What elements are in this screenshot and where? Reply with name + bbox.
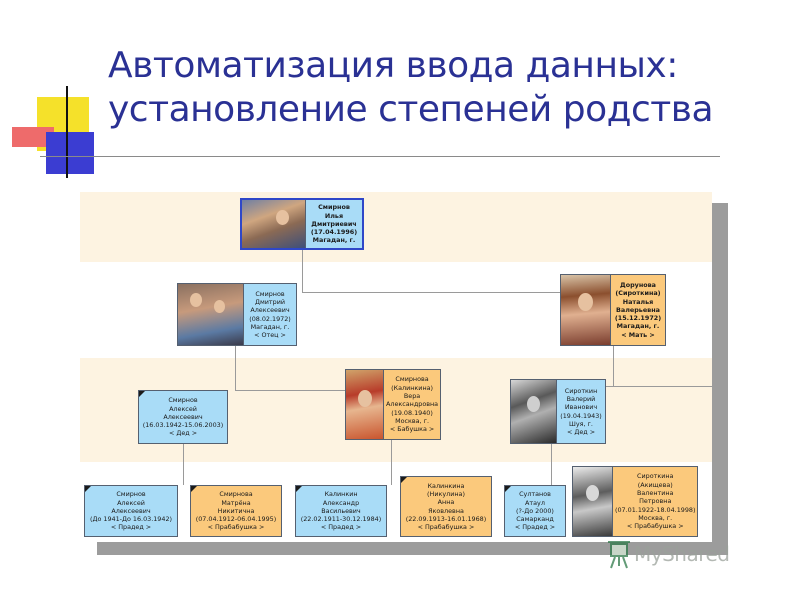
- presentation-board-icon: [608, 539, 630, 569]
- person-card-text: Смирнов Дмитрий Алексеевич (08.02.1972) …: [249, 289, 291, 340]
- person-card-text: Смирнов Алексей Алексеевич (16.03.1942-1…: [142, 396, 224, 438]
- connector-line: [391, 440, 392, 485]
- person-photo: [561, 275, 611, 345]
- person-card-dmitriy[interactable]: Смирнов Дмитрий Алексеевич (08.02.1972) …: [177, 283, 297, 346]
- person-card-ilya[interactable]: Смирнов Илья Дмитриевич (17.04.1996) Маг…: [240, 198, 364, 250]
- person-card-valentina[interactable]: Сироткина (Акищева) Валентина Петровна (…: [572, 466, 698, 537]
- person-card-matryona[interactable]: Смирнова Матрёна Никитична (07.04.1912-0…: [190, 485, 282, 537]
- watermark-text: MyShared: [634, 542, 730, 566]
- connector-line: [551, 444, 552, 485]
- connector-line: [235, 390, 345, 391]
- connector-line: [302, 292, 560, 293]
- person-card-text: Калинкина (Никулина) Анна Яковлевна (22.…: [405, 481, 487, 532]
- connector-line: [235, 346, 236, 391]
- person-photo: [346, 370, 384, 439]
- person-card-text: Калинкин Александр Васильевич (22.02.191…: [300, 490, 382, 532]
- decor-vertical-line: [66, 86, 68, 178]
- connector-line: [302, 250, 303, 292]
- person-card-text: Султанов Атаул (?-До 2000) Самарканд < П…: [514, 490, 556, 532]
- generation-band-1: [80, 192, 712, 262]
- person-card-text: Сироткина (Акищева) Валентина Петровна (…: [615, 472, 696, 531]
- person-photo: [511, 380, 557, 443]
- slide-title: Автоматизация ввода данных: установление…: [108, 44, 788, 132]
- person-card-text: Смирнов Алексей Алексеевич (До 1941-До 1…: [89, 490, 172, 532]
- person-card-text: Смирнова Матрёна Никитична (07.04.1912-0…: [195, 490, 277, 532]
- decor-blue-square: [46, 132, 94, 174]
- person-card-text: Сироткин Валерий Иванович (19.04.1943) Ш…: [560, 386, 602, 437]
- slide-title-line-1: Автоматизация ввода данных:: [108, 45, 678, 86]
- person-photo: [573, 467, 613, 536]
- person-photo: [178, 284, 244, 345]
- person-card-aleksandr[interactable]: Калинкин Александр Васильевич (22.02.191…: [295, 485, 387, 537]
- person-card-ataul[interactable]: Султанов Атаул (?-До 2000) Самарканд < П…: [504, 485, 566, 537]
- slide-title-line-2: установление степеней родства: [108, 89, 714, 130]
- watermark: MyShared: [608, 538, 730, 570]
- connector-line: [598, 386, 712, 387]
- person-card-anna[interactable]: Калинкина (Никулина) Анна Яковлевна (22.…: [400, 476, 492, 537]
- decor-red-bar: [12, 127, 54, 147]
- person-card-text: Дорунова (Сироткина) Наталья Валерьевна …: [614, 280, 662, 339]
- connector-line: [613, 346, 614, 386]
- person-card-natalya[interactable]: Дорунова (Сироткина) Наталья Валерьевна …: [560, 274, 666, 346]
- person-card-aleksey[interactable]: Смирнов Алексей Алексеевич (16.03.1942-1…: [138, 390, 228, 444]
- person-card-text: Смирнова (Калинкина) Вера Александровна …: [386, 375, 439, 434]
- family-tree-panel: Смирнов Илья Дмитриевич (17.04.1996) Маг…: [80, 192, 712, 542]
- connector-line: [183, 444, 184, 485]
- title-underline: [40, 156, 720, 157]
- person-card-valeriy[interactable]: Сироткин Валерий Иванович (19.04.1943) Ш…: [510, 379, 606, 444]
- person-card-aleksey-sr[interactable]: Смирнов Алексей Алексеевич (До 1941-До 1…: [84, 485, 178, 537]
- person-card-vera[interactable]: Смирнова (Калинкина) Вера Александровна …: [345, 369, 441, 440]
- person-photo: [242, 200, 306, 248]
- person-card-text: Смирнов Илья Дмитриевич (17.04.1996) Маг…: [310, 203, 358, 245]
